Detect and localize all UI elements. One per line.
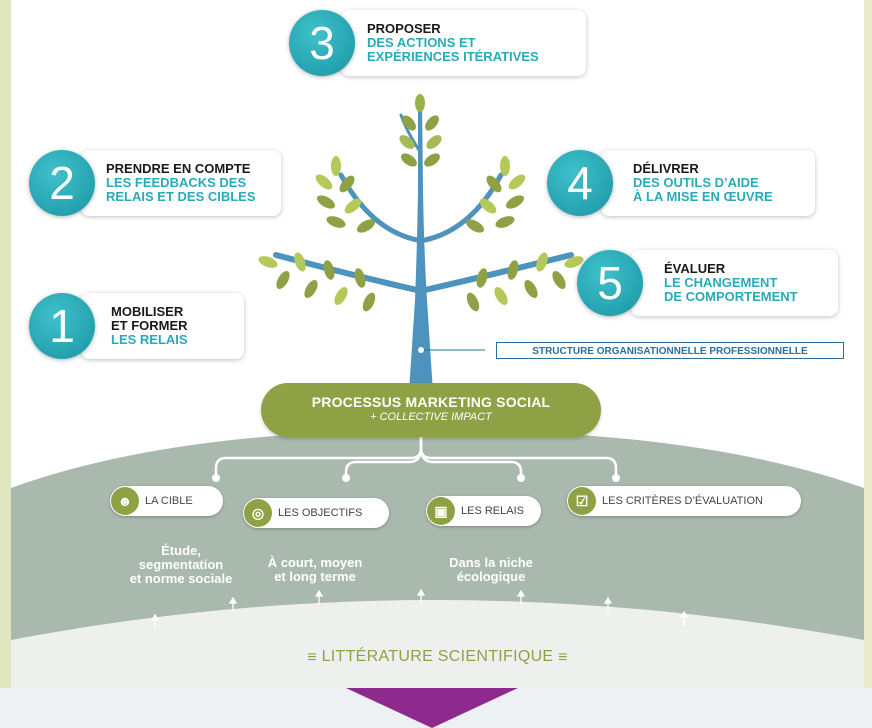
- pillar-les-objectifs: ◎ LES OBJECTIFS: [243, 498, 389, 528]
- step-3-number: 3: [289, 10, 355, 76]
- desc-line: et long terme: [274, 569, 356, 584]
- step-1-line2: ET FORMER: [111, 318, 188, 333]
- pillar-label: LES CRITÈRES D’ÉVALUATION: [602, 495, 763, 507]
- process-title: PROCESSUS MARKETING SOCIAL: [311, 394, 551, 410]
- step-1-card: [81, 293, 244, 359]
- step-4-number: 4: [547, 150, 613, 216]
- step-4-card: [601, 150, 815, 216]
- desc-line: Étude,: [161, 543, 201, 558]
- connector-lines: [214, 437, 618, 476]
- step-4-line3: À LA MISE EN ŒUVRE: [633, 189, 773, 204]
- desc-line: À court, moyen: [267, 555, 363, 570]
- lines-icon: ≡: [307, 649, 317, 666]
- step-1-number: 1: [29, 293, 95, 359]
- clipboard-check-icon: ☑: [568, 487, 596, 515]
- step-5-line3: DE COMPORTEMENT: [664, 289, 798, 304]
- up-arrows: [150, 588, 689, 629]
- step-5-card: [631, 250, 838, 316]
- presentation-icon: ▣: [427, 497, 455, 525]
- down-arrow: [346, 688, 518, 728]
- step-4-text: DÉLIVRER DES OUTILS D’AIDE À LA MISE EN …: [633, 162, 813, 204]
- step-2-text: PRENDRE EN COMPTE LES FEEDBACKS DES RELA…: [106, 162, 281, 204]
- process-subtitle: + COLLECTIVE IMPACT: [370, 411, 492, 423]
- desc-line: Dans la niche: [449, 555, 533, 570]
- literature-ground: [11, 600, 864, 688]
- diagram-frame: 3 PROPOSER DES ACTIONS ET EXPÉRIENCES IT…: [11, 0, 864, 688]
- process-pill: PROCESSUS MARKETING SOCIAL + COLLECTIVE …: [261, 383, 601, 437]
- target-icon: ◎: [244, 499, 272, 527]
- desc-line: segmentation: [138, 557, 224, 572]
- step-2-line2: LES FEEDBACKS DES: [106, 175, 247, 190]
- step-5-number: 5: [577, 250, 643, 316]
- structure-label: STRUCTURE ORGANISATIONNELLE PROFESSIONNE…: [496, 342, 844, 359]
- pillar-label: LES OBJECTIFS: [278, 507, 363, 519]
- step-3-line1: PROPOSER: [367, 21, 441, 36]
- step-3-text: PROPOSER DES ACTIONS ET EXPÉRIENCES ITÉR…: [367, 22, 582, 64]
- trunk-dot: [418, 347, 424, 353]
- step-3-card: [341, 10, 586, 76]
- pillar-3-description: Dans la niche écologique: [431, 556, 551, 584]
- pillar-les-relais: ▣ LES RELAIS: [426, 496, 541, 526]
- pillar-la-cible: ☻ LA CIBLE: [110, 486, 223, 516]
- connector-dots: [212, 474, 620, 482]
- footer-text: LITTÉRATURE SCIENTIFIQUE: [321, 648, 554, 665]
- step-3-line2: DES ACTIONS ET: [367, 35, 476, 50]
- step-2-card: [81, 150, 281, 216]
- left-border-strip: [0, 0, 11, 728]
- step-1-text: MOBILISER ET FORMER LES RELAIS: [111, 305, 241, 347]
- step-2-line3: RELAIS ET DES CIBLES: [106, 189, 256, 204]
- step-5-text: ÉVALUER LE CHANGEMENT DE COMPORTEMENT: [664, 262, 836, 304]
- tree-leaves: [258, 94, 584, 312]
- pillar-1-description: Étude, segmentation et norme sociale: [121, 544, 241, 586]
- step-2-number: 2: [29, 150, 95, 216]
- people-icon: ☻: [111, 487, 139, 515]
- step-4-line2: DES OUTILS D’AIDE: [633, 175, 759, 190]
- pillar-label: LA CIBLE: [145, 495, 193, 507]
- lines-icon: ≡: [558, 649, 568, 666]
- step-3-line3: EXPÉRIENCES ITÉRATIVES: [367, 49, 539, 64]
- step-5-line2: LE CHANGEMENT: [664, 275, 778, 290]
- pillar-les-criteres: ☑ LES CRITÈRES D’ÉVALUATION: [567, 486, 801, 516]
- desc-line: écologique: [456, 569, 526, 584]
- desc-line: et norme sociale: [129, 571, 233, 586]
- step-1-line1: MOBILISER: [111, 304, 184, 319]
- pillar-2-description: À court, moyen et long terme: [245, 556, 385, 584]
- literature-footer: ≡ LITTÉRATURE SCIENTIFIQUE ≡: [11, 648, 864, 667]
- pillar-label: LES RELAIS: [461, 505, 524, 517]
- step-1-line3: LES RELAIS: [111, 332, 188, 347]
- step-2-line1: PRENDRE EN COMPTE: [106, 161, 251, 176]
- tree-trunk: [409, 95, 433, 392]
- step-5-line1: ÉVALUER: [664, 261, 726, 276]
- step-4-line1: DÉLIVRER: [633, 161, 699, 176]
